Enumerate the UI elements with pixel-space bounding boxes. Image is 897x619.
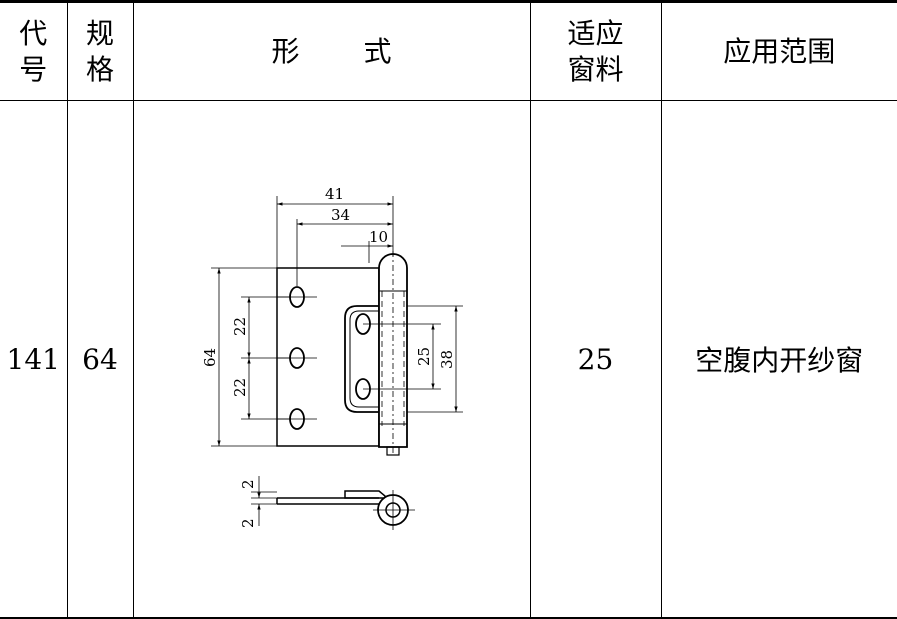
dim-knuckle-width: 10	[369, 228, 388, 246]
dim-right-leaf-height: 38	[438, 349, 456, 368]
hinge-technical-drawing: 41 34 10 64 22 22	[201, 185, 463, 530]
cell-scope: 空腹内开纱窗	[660, 100, 897, 619]
header-code-line-2: 号	[19, 52, 48, 86]
header-code: 代 号	[0, 0, 68, 102]
header-form-label: 形式	[271, 34, 456, 68]
header-material: 适应 窗料	[529, 0, 662, 102]
cell-code: 141	[0, 100, 68, 619]
right-leaf-outline	[343, 304, 379, 413]
header-scope-label: 应用范围	[723, 34, 836, 68]
header-material-line-1: 适应	[567, 16, 624, 50]
dim-slot-spacing: 25	[415, 346, 433, 365]
dim-overall-width: 41	[325, 185, 344, 203]
header-scope: 应用范围	[660, 0, 897, 102]
header-row: 代 号 规 格 形式 适应 窗料 应用范围	[0, 0, 897, 102]
hinge-pin-end	[385, 445, 400, 456]
header-material-line-2: 窗料	[567, 52, 624, 86]
header-spec-line-2: 格	[85, 52, 114, 86]
dim-leaf-height: 64	[201, 347, 219, 366]
header-spec: 规 格	[66, 0, 134, 102]
header-code-line-1: 代	[19, 16, 48, 50]
header-form: 形式	[132, 0, 531, 102]
dim-bottom-thickness: 2	[239, 518, 257, 528]
cell-form-drawing: 41 34 10 64 22 22	[132, 100, 531, 619]
dim-top-thickness: 2	[239, 479, 257, 489]
cell-material: 25	[529, 100, 662, 619]
dim-hole-to-knuckle: 34	[331, 206, 350, 224]
dim-left-pitch-upper: 22	[231, 316, 249, 335]
cell-spec: 64	[66, 100, 134, 619]
header-spec-line-1: 规	[85, 16, 114, 50]
section-upper-leaf	[343, 489, 386, 499]
table-row: 141 64	[0, 100, 897, 619]
dim-left-pitch-lower: 22	[231, 377, 249, 396]
